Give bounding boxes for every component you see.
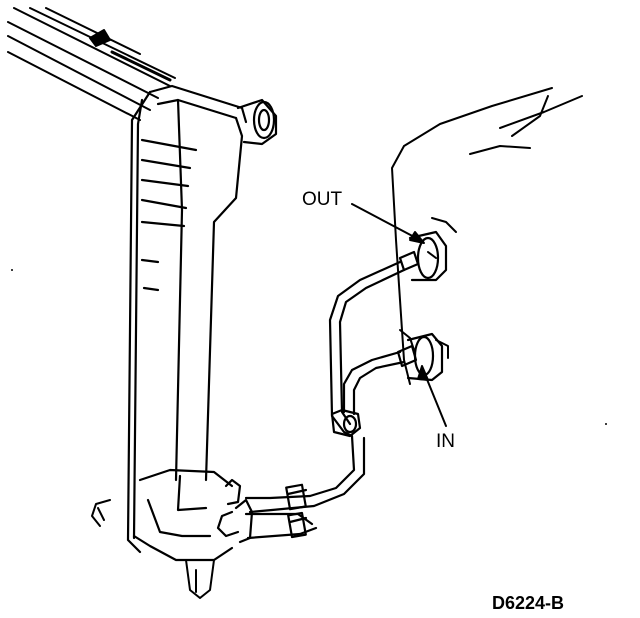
hose-clamps [216,478,318,544]
speck [11,269,13,271]
speck [605,423,607,425]
in-leader [423,371,447,427]
leader-lines [351,203,447,427]
radiator-core [7,7,176,121]
figure-code: D6224-B [492,593,565,613]
out-leader [351,203,421,241]
in-label: IN [436,431,455,452]
cooler-line-upper [244,260,406,514]
line-clip [330,408,362,438]
out-label: OUT [302,189,343,210]
drain-petcock [91,499,215,599]
out-arrowhead [409,231,425,244]
in-arrowhead [417,365,429,381]
out-fitting [398,230,448,282]
radiator-tank [126,84,278,562]
cooler-line-lower [342,350,406,416]
